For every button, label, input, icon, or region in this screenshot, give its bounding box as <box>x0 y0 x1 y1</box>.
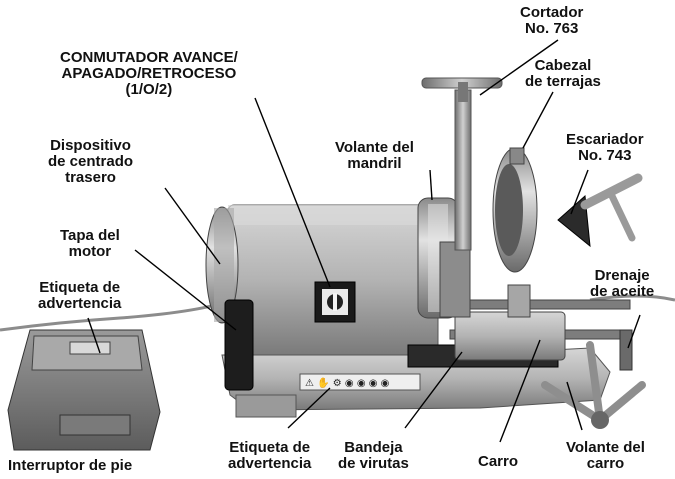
base-warning-label: ⚠ ✋ ⚙ ◉ ◉ ◉ ◉ <box>299 373 421 391</box>
callout-diehead: Cabezal de terrajas <box>525 57 601 90</box>
callout-warning-label-bottom: Etiqueta de advertencia <box>228 439 312 472</box>
callout-warning-label-top: Etiqueta de advertencia <box>38 279 122 312</box>
power-cord-rear <box>589 294 675 302</box>
callout-motor-cover: Tapa del motor <box>60 227 120 260</box>
leader-chuck <box>429 169 433 201</box>
leader-motor-cover <box>134 249 237 331</box>
callout-carriage: Carro <box>478 453 519 470</box>
forward-off-reverse-switch <box>314 281 356 323</box>
leader-rear-centering <box>164 187 221 265</box>
leader-lines <box>87 39 641 443</box>
reamer-743 <box>557 173 643 248</box>
callout-reamer: Escariador No. 743 <box>566 131 644 164</box>
cutter-763 <box>421 77 503 318</box>
leader-diehead <box>522 91 554 149</box>
leader-carriage-handwheel <box>566 381 583 431</box>
callout-rear-centering: Dispositivo de centrado trasero <box>48 137 134 186</box>
foot-switch <box>7 329 161 451</box>
callout-foot-switch: Interruptor de pie <box>8 457 133 474</box>
leader-warning-bottom <box>287 387 331 429</box>
oil-drain <box>619 329 633 371</box>
callout-switch: CONMUTADOR AVANCE/ APAGADO/RETROCESO (1/… <box>60 49 238 98</box>
carriage-handwheel <box>541 341 646 429</box>
callout-oil-drain: Drenaje de aceite <box>590 267 655 300</box>
die-head <box>492 147 538 273</box>
callout-chip-tray: Bandeja de virutas <box>338 439 409 472</box>
power-cord <box>0 298 233 332</box>
leader-warning-top <box>87 317 101 354</box>
motor-housing <box>227 204 439 356</box>
motor-cover <box>224 299 254 391</box>
callout-chuck-handwheel: Volante del mandril <box>335 139 414 172</box>
callout-cutter: Cortador No. 763 <box>520 4 584 37</box>
leader-carriage <box>499 339 541 443</box>
leader-switch <box>254 97 331 288</box>
rear-centering-device <box>205 206 239 324</box>
callout-carriage-handwheel: Volante del carro <box>566 439 645 472</box>
leader-reamer <box>570 169 589 215</box>
svg-text:⚠ ✋ ⚙ ◉ ◉ ◉ ◉: ⚠ ✋ ⚙ ◉ ◉ ◉ ◉ <box>305 376 389 389</box>
carriage <box>454 284 566 361</box>
leader-oil-drain <box>627 314 641 349</box>
leader-cutter <box>479 39 559 96</box>
leader-chip-tray <box>404 351 463 429</box>
